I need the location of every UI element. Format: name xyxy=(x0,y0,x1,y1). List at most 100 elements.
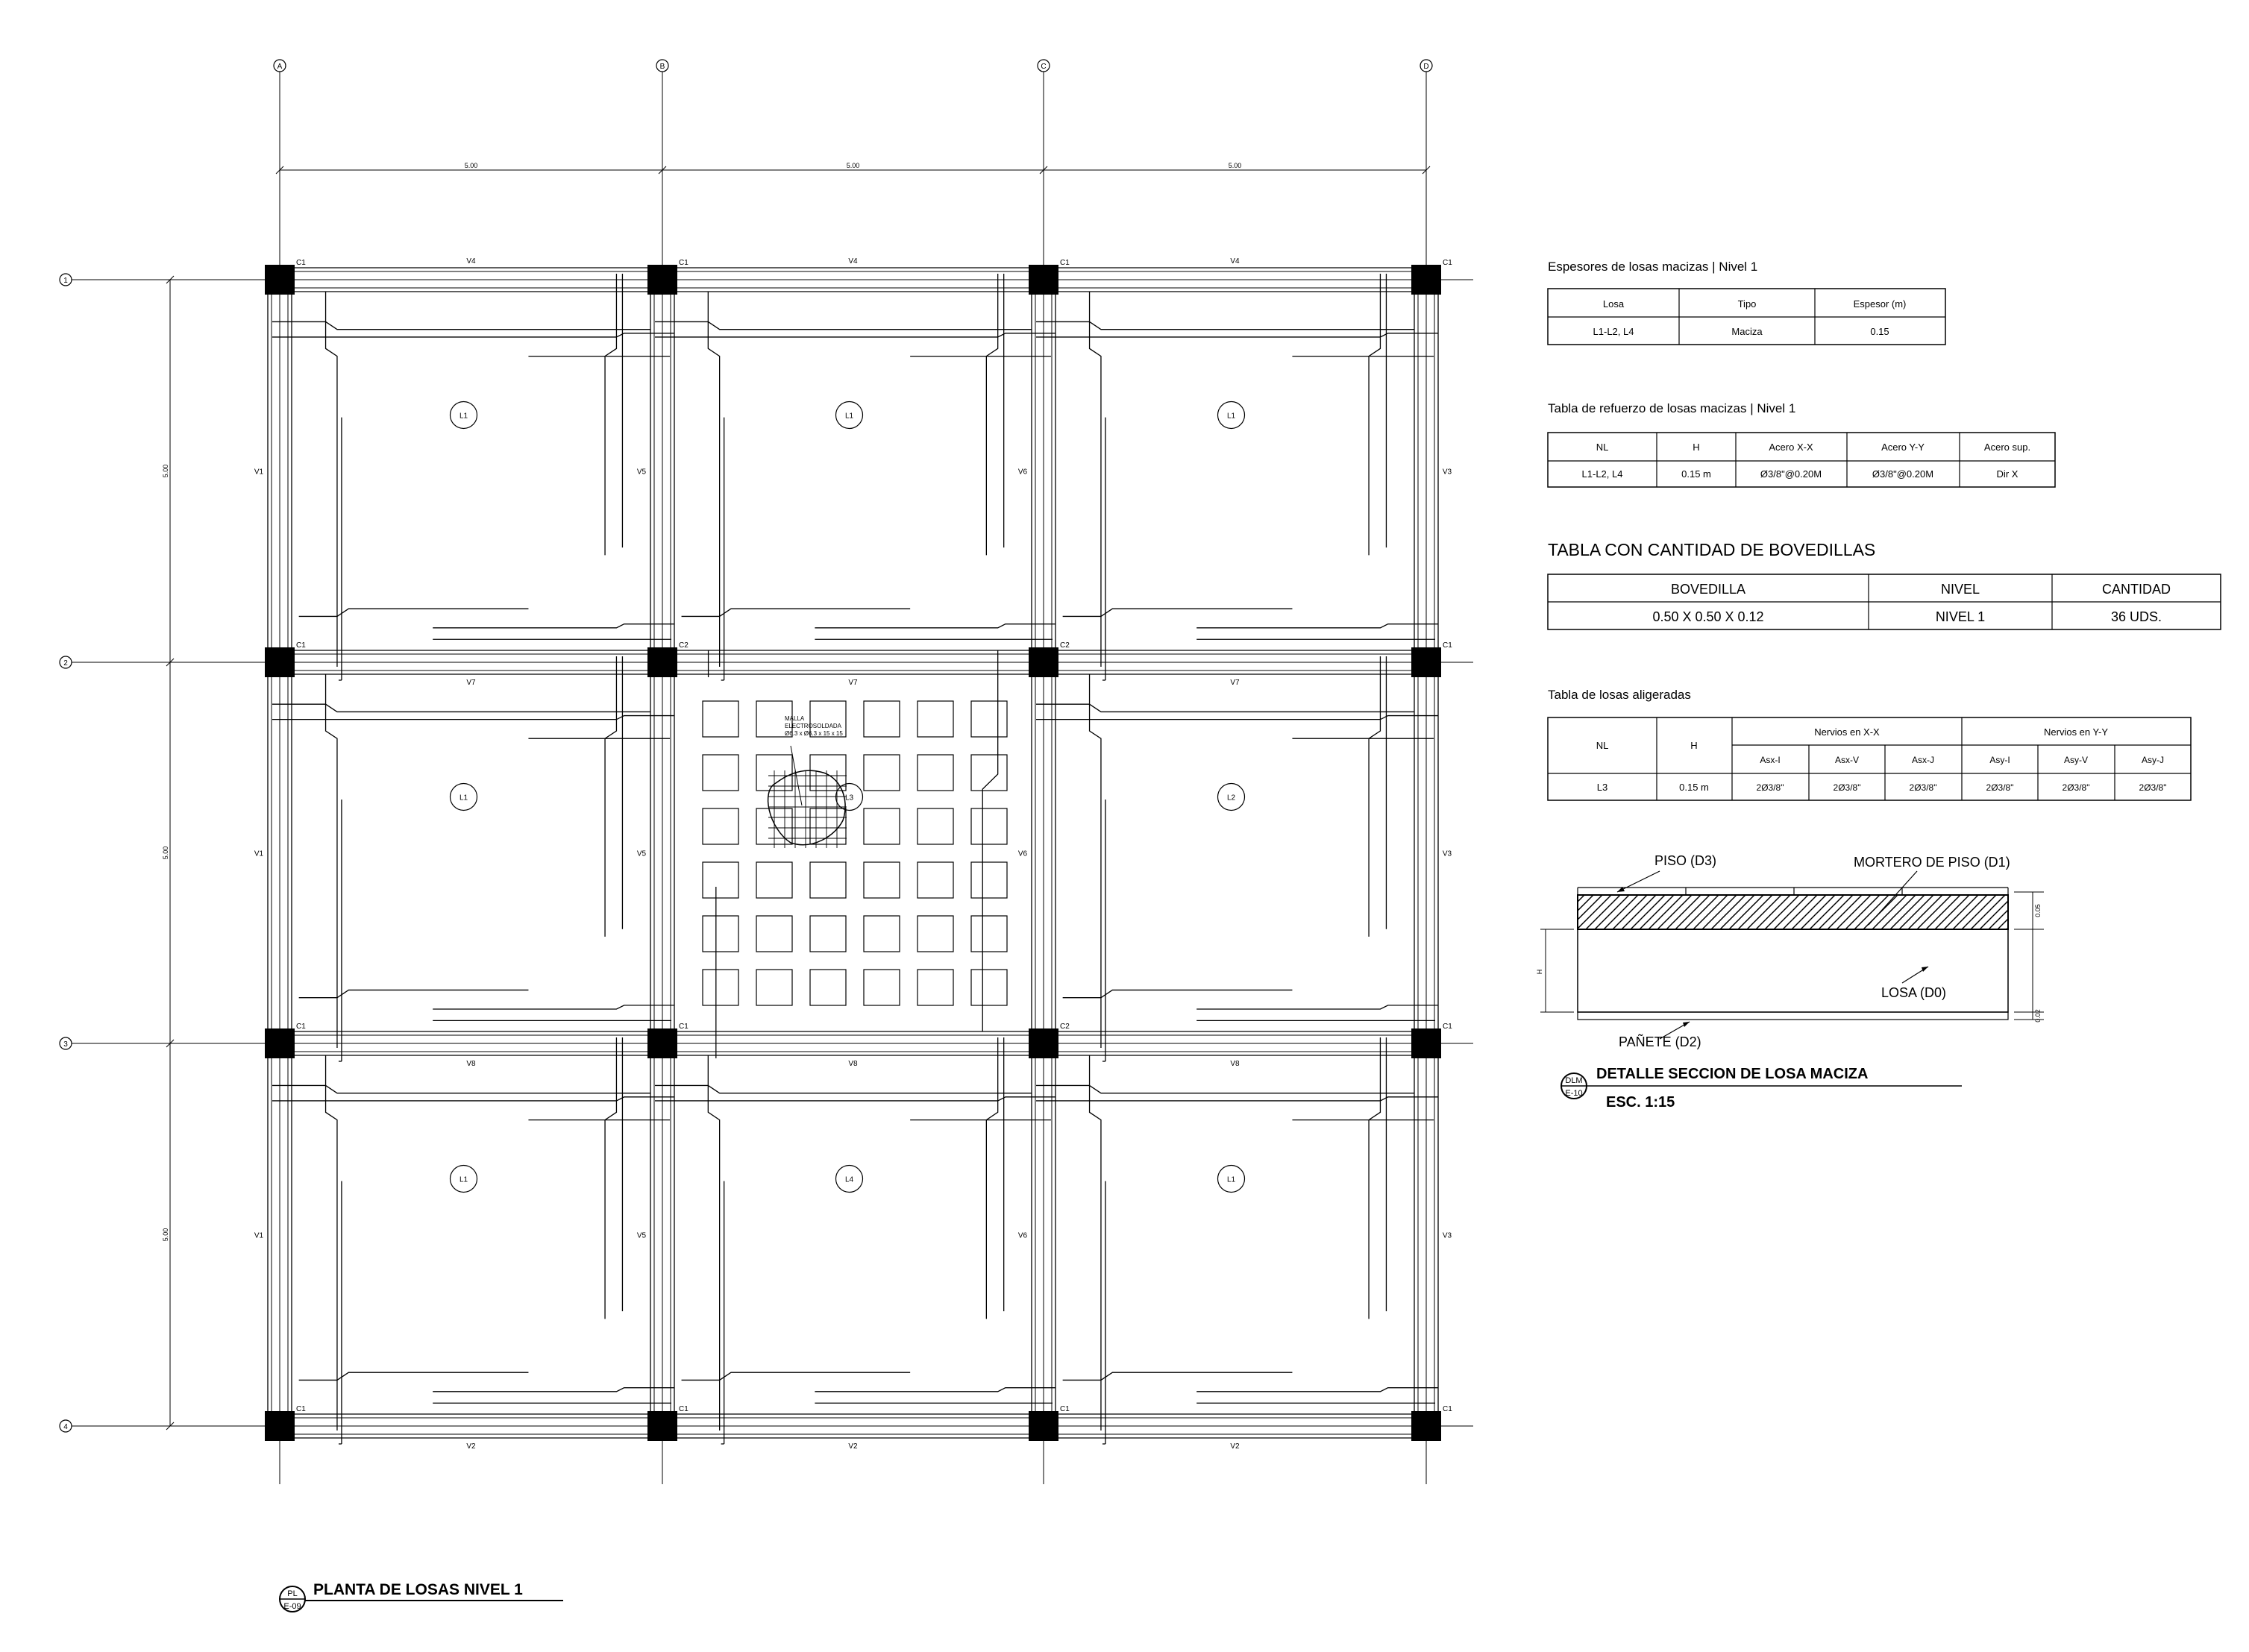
rebar-h1-r1c2 xyxy=(1036,703,1414,713)
column-B4 xyxy=(647,1411,677,1441)
column-label-A4: C1 xyxy=(296,1405,306,1413)
rebar-h4-r0c0 xyxy=(298,608,529,618)
table1-c-tipo: Maciza xyxy=(1731,326,1763,337)
table1-h-losa: Losa xyxy=(1603,298,1625,310)
beam-label-y-0-0: V1 xyxy=(254,468,264,477)
rebar-h2-r1c0 xyxy=(272,714,674,720)
grid-bubble-1 xyxy=(59,273,72,286)
table2-c-acero-yy: Ø3/8"@0.20M xyxy=(1872,468,1933,480)
table1-c-losa: L1-L2, L4 xyxy=(1593,326,1634,337)
beam-label-x-1-0: V7 xyxy=(466,679,476,687)
column-C4 xyxy=(1029,1411,1058,1441)
rebar-h5-r1c2 xyxy=(1196,1005,1438,1010)
slab-tag-circle-1-1 xyxy=(835,782,864,811)
column-D2 xyxy=(1411,647,1441,677)
table3-c-nivel: NIVEL 1 xyxy=(1936,609,1985,624)
dim-tick-y-1 xyxy=(166,658,175,667)
slab-section-detail: 0.05 0.02 H PISO (D3) MORTERO DE PISO (D… xyxy=(1536,853,2044,1111)
column-label-D3: C1 xyxy=(1443,1023,1452,1031)
column-D4 xyxy=(1411,1411,1441,1441)
table3-c-bovedilla: 0.50 X 0.50 X 0.12 xyxy=(1652,609,1763,624)
beams xyxy=(267,267,1439,1439)
table2-h-acero-yy: Acero Y-Y xyxy=(1881,442,1925,453)
grid-bubble-3 xyxy=(59,1037,72,1050)
slab-tag-circle-2-0 xyxy=(449,1164,478,1193)
plan-title: PLANTA DE LOSAS NIVEL 1 xyxy=(313,1581,523,1598)
grid-label-B: B xyxy=(660,63,665,71)
column-label-C2: C2 xyxy=(1060,641,1070,650)
table3-h-cantidad: CANTIDAD xyxy=(2102,582,2171,597)
beam-label-x-0-0: V4 xyxy=(466,257,476,266)
rebar-h1-r0c2 xyxy=(1036,321,1414,330)
table4-c-asx-v: 2Ø3/8" xyxy=(1834,782,1861,793)
bovedilla-block-15 xyxy=(809,808,847,845)
rebar-v2-r1c2 xyxy=(1368,656,1381,937)
plaster-layer xyxy=(1577,1011,2009,1020)
rebar-v1-r0c2 xyxy=(1088,292,1102,667)
table4-sub-asy-j: Asy-J xyxy=(2142,755,2164,765)
slab-tag-circle-0-2 xyxy=(1217,401,1246,430)
grid-label-C: C xyxy=(1041,63,1046,71)
rebar-center-v2 xyxy=(982,650,999,1031)
bovedilla-block-24 xyxy=(970,861,1008,899)
bovedilla-quantity-table: TABLA CON CANTIDAD DE BOVEDILLAS BOVEDIL… xyxy=(1547,540,2221,630)
table1-title: Espesores de losas macizas | Nivel 1 xyxy=(1548,260,1757,274)
detail-label-panete: PAÑETE (D2) xyxy=(1619,1034,1701,1049)
bovedilla-block-1 xyxy=(702,700,739,738)
bovedilla-block-28 xyxy=(863,915,900,952)
column-label-A3: C1 xyxy=(296,1023,306,1031)
beam-label-x-0-1: V4 xyxy=(848,257,858,266)
column-label-B1: C1 xyxy=(679,259,688,267)
mesh-patch-outline xyxy=(767,770,846,846)
dim-tick-x-2 xyxy=(1039,166,1048,175)
column-label-C3: C2 xyxy=(1060,1023,1070,1031)
dim-tick-y-0 xyxy=(166,275,175,284)
lightened-slabs-table: Tabla de losas aligeradas NL H Nervios e… xyxy=(1547,688,2192,801)
bovedilla-block-4 xyxy=(863,700,900,738)
column-label-B4: C1 xyxy=(679,1405,688,1413)
beam-label-y-2-1: V5 xyxy=(637,1232,647,1240)
rebar-h5-r2c2 xyxy=(1196,1387,1438,1392)
bovedilla-block-29 xyxy=(917,915,954,952)
rebar-v2-r2c2 xyxy=(1368,1037,1381,1319)
rebar-h4-r2c0 xyxy=(298,1372,529,1381)
column-label-B3: C1 xyxy=(679,1023,688,1031)
dim-x-1: 5.00 xyxy=(465,162,478,169)
bovedilla-block-6 xyxy=(970,700,1008,738)
rebar-h5-r0c2 xyxy=(1196,624,1438,629)
slab-label-2-0: L1 xyxy=(459,1176,468,1184)
table4-c-asy-j: 2Ø3/8" xyxy=(2139,782,2167,793)
rebar-h2-r2c1 xyxy=(655,1096,1056,1102)
beam-label-y-1-2: V6 xyxy=(1018,850,1028,858)
grid-label-A: A xyxy=(277,63,283,71)
rebar-h1-r2c1 xyxy=(655,1084,1032,1094)
beam-label-x-2-2: V8 xyxy=(1230,1060,1240,1068)
table2-h-acero-sup: Acero sup. xyxy=(1984,442,2030,453)
beam-label-y-1-1: V5 xyxy=(637,850,647,858)
dim-y-2: 5.00 xyxy=(162,847,169,860)
rebar-h1-r0c1 xyxy=(655,321,1032,330)
table1-h-tipo: Tipo xyxy=(1738,298,1757,310)
column-A1 xyxy=(265,265,295,295)
bovedilla-block-35 xyxy=(917,969,954,1006)
grid-label-4: 4 xyxy=(63,1423,68,1431)
table2-h-acero-xx: Acero X-X xyxy=(1769,442,1813,453)
table3-c-cantidad: 36 UDS. xyxy=(2111,609,2162,624)
grid-bubble-D xyxy=(1420,59,1433,72)
detail-label-losa: LOSA (D0) xyxy=(1881,985,1946,1000)
column-label-A1: C1 xyxy=(296,259,306,267)
rebar-h2-r0c1 xyxy=(655,333,1056,338)
table1-c-espesor: 0.15 xyxy=(1870,326,1889,337)
beam-label-y-0-2: V6 xyxy=(1018,468,1028,477)
rebar-v1-r0c0 xyxy=(324,292,338,667)
detail-tag-top: DLM xyxy=(1565,1076,1582,1085)
column-C3 xyxy=(1029,1028,1058,1058)
beam-label-y-0-1: V5 xyxy=(637,468,647,477)
slab-tag-circle-1-2 xyxy=(1217,782,1246,811)
bovedilla-block-11 xyxy=(917,754,954,791)
